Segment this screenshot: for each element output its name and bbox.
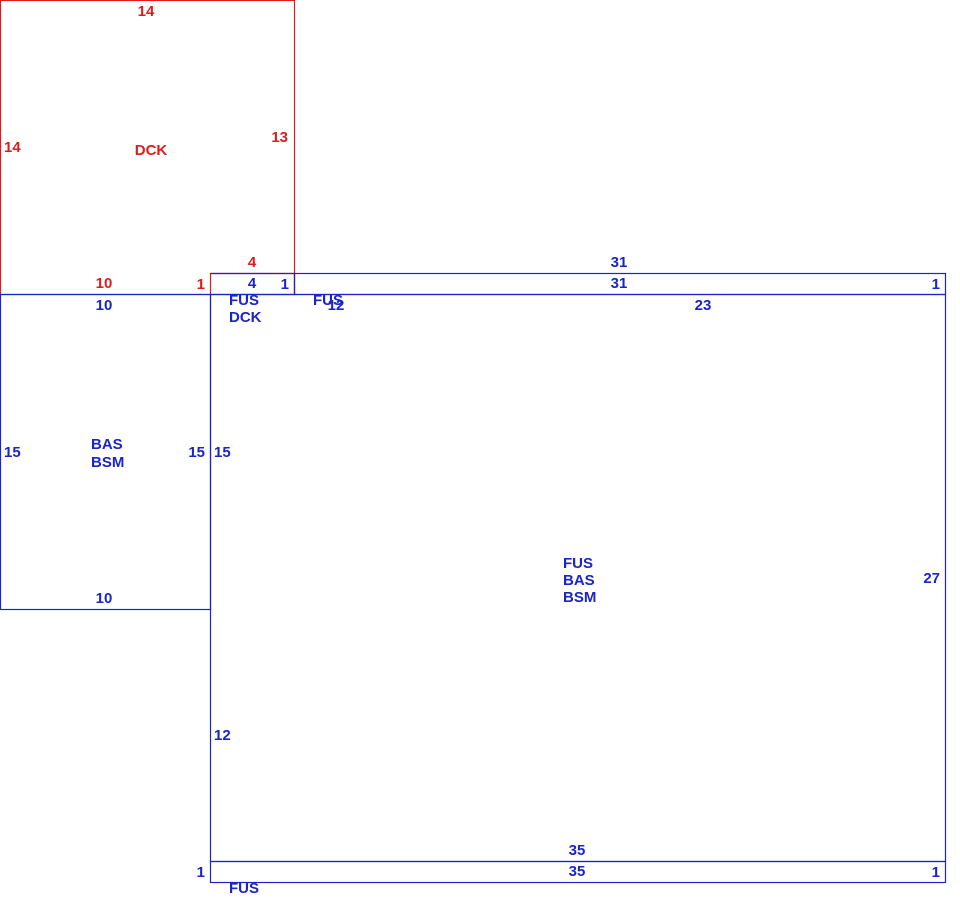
top-strip-outline <box>293 272 947 296</box>
dim-dck-small-top: 4 <box>248 254 257 271</box>
dim-bas-bottom: 10 <box>96 590 113 607</box>
area-label-fus-strip: FUS <box>313 292 343 309</box>
dim-dck-top: 14 <box>138 3 155 20</box>
living-labels: 4 1 FUS DCK 31 31 1 FUS 12 23 10 15 15 B… <box>4 254 940 897</box>
dim-main-left-upper: 15 <box>214 444 231 461</box>
dim-bottom-right: 1 <box>932 864 940 881</box>
dim-bottom-left: 1 <box>197 864 205 881</box>
dim-strip-right: 1 <box>932 276 940 293</box>
dim-fus-dck-right: 1 <box>281 276 289 293</box>
dim-bottom-inner: 35 <box>569 863 586 880</box>
dim-main-top-left: 12 <box>328 297 345 314</box>
dim-dck-left: 14 <box>4 139 21 156</box>
dim-bottom-outer: 35 <box>569 842 586 859</box>
dim-bas-top: 10 <box>96 297 113 314</box>
area-label-dck: DCK <box>135 142 168 159</box>
area-label-main-bas: BAS <box>563 572 595 589</box>
area-label-fus-dck-2: DCK <box>229 309 262 326</box>
area-label-main-fus: FUS <box>563 555 593 572</box>
area-label-bsm: BSM <box>91 454 124 471</box>
area-label-fus-bottom: FUS <box>229 880 259 897</box>
area-label-fus-dck-1: FUS <box>229 292 259 309</box>
dim-dck-right: 13 <box>271 129 288 146</box>
area-label-main-bsm: BSM <box>563 589 596 606</box>
bottom-strip-outline <box>209 860 947 884</box>
dim-main-right: 27 <box>923 570 940 587</box>
deck-labels: 14 14 13 DCK 10 1 4 <box>4 3 288 293</box>
living-outlines <box>0 272 947 884</box>
dim-dck-bottom: 10 <box>96 275 113 292</box>
dim-bas-left: 15 <box>4 444 21 461</box>
dim-fus-dck-top: 4 <box>248 275 257 292</box>
dim-dck-small-left: 1 <box>197 276 205 293</box>
dim-strip-top-inner: 31 <box>611 275 628 292</box>
area-label-bas: BAS <box>91 436 123 453</box>
dim-strip-top-outer: 31 <box>611 254 628 271</box>
dim-main-left-lower: 12 <box>214 727 231 744</box>
dim-bas-right: 15 <box>188 444 205 461</box>
dim-main-top-right: 23 <box>695 297 712 314</box>
